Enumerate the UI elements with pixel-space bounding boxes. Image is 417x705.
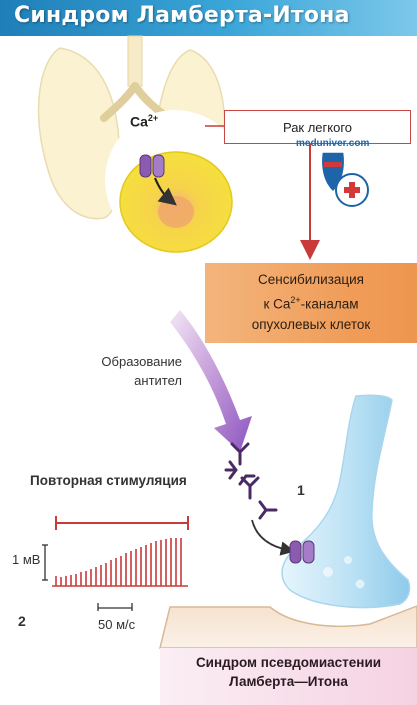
potential-trace <box>52 538 188 587</box>
antibody-formation-label: Образование антител <box>101 354 182 388</box>
repeated-stimulation-label: Повторная стимуляция <box>30 473 187 488</box>
mv-scale-label: 1 мВ <box>12 552 41 567</box>
stimulation-bar <box>55 516 189 530</box>
nerve-calcium-channel-icon <box>289 540 315 564</box>
page-title: Синдром Ламберта-Итона <box>14 3 350 28</box>
sensitization-box <box>205 263 417 343</box>
watermark: meduniver.com <box>296 138 370 149</box>
tumor-nucleus <box>158 196 194 228</box>
muscle-membrane <box>159 605 417 649</box>
calcium-channel-icon <box>139 154 165 178</box>
nerve-terminal-icon <box>281 394 411 609</box>
binding-arrow <box>251 519 296 556</box>
title-bar: Синдром Ламберта-Итона <box>0 0 417 36</box>
ms-scale-label: 50 м/с <box>98 617 136 632</box>
panel-label-1: 1 <box>297 482 305 498</box>
calcium-label: Ca2+ <box>130 113 159 130</box>
calcium-influx-arrow <box>153 177 177 206</box>
ms-scale-bar <box>97 603 133 611</box>
panel-label-2: 2 <box>18 613 26 629</box>
mv-scale-bar <box>42 544 48 581</box>
antibody-formation-arrow <box>170 310 252 452</box>
syndrome-text: Синдром псевдомиастении Ламберта—Итона <box>195 655 382 689</box>
sensitization-text: Сенсибилизация к Ca2+-каналам опухолевых… <box>251 272 371 332</box>
lung-cancer-box: Рак легкого <box>224 110 411 144</box>
syndrome-box <box>160 648 417 705</box>
medical-shield-icon <box>320 151 369 207</box>
antibody-icon <box>224 442 278 520</box>
